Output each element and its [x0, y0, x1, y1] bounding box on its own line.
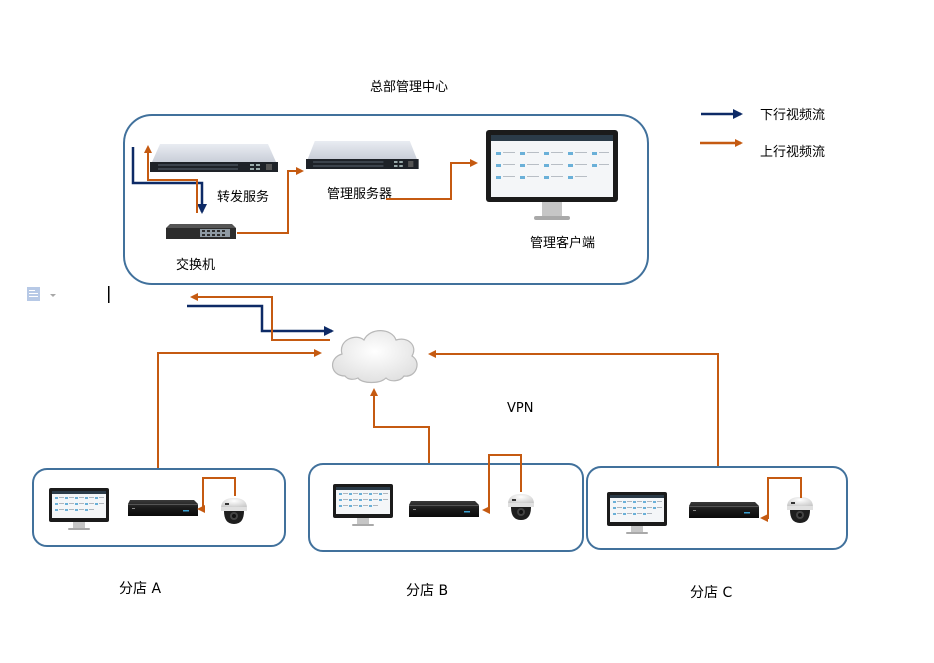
switch-icon: [166, 224, 236, 239]
branch-c-label: 分店 C: [690, 585, 732, 601]
branch-a-monitor-icon: [49, 488, 109, 530]
management-client-icon: [486, 130, 618, 220]
forward-server-label: 转发服务: [217, 189, 269, 205]
branch-c-box: [586, 466, 848, 550]
downstream-flow-forward-to-switch: [131, 147, 207, 214]
cloud-icon: [332, 330, 418, 384]
upstream-flow-cloud-to-hq: [190, 293, 330, 341]
upstream-flow-camera-to-nvr-a: [197, 477, 236, 513]
management-server-icon: [306, 141, 419, 169]
branch-a-nvr-icon: [128, 500, 198, 516]
branch-b-monitor-icon: [333, 484, 393, 526]
legend-upstream-label: 上行视频流: [760, 145, 825, 160]
upstream-flow-switch-to-forward: [144, 145, 198, 213]
branch-c-nvr-icon: [689, 502, 759, 518]
downstream-flow-hq-to-cloud: [187, 304, 334, 336]
upstream-flow-camera-to-nvr-c: [760, 477, 802, 522]
branch-b-nvr-icon: [409, 501, 479, 517]
upstream-flow-switch-to-mgmt-server: [237, 167, 304, 234]
legend-downstream-label: 下行视频流: [760, 108, 825, 123]
upstream-flow-branch-b-to-cloud: [370, 388, 430, 464]
branch-c-camera-icon: [787, 497, 813, 523]
branch-a-label: 分店 A: [119, 581, 161, 597]
branch-a-camera-icon: [221, 498, 247, 524]
legend: 下行视频流 上行视频流: [700, 108, 825, 160]
vpn-label: VPN: [507, 401, 533, 416]
management-client-label: 管理客户端: [530, 235, 595, 251]
management-server-label: 管理服务器: [327, 186, 392, 202]
upstream-flow-branch-c-to-cloud: [428, 350, 719, 467]
switch-label: 交换机: [176, 257, 215, 273]
forward-server-icon: [150, 144, 278, 172]
dropdown-caret-icon[interactable]: [50, 294, 56, 297]
branch-b-box: [308, 463, 584, 552]
text-cursor: [108, 286, 110, 303]
branch-b-label: 分店 B: [406, 583, 448, 599]
upstream-flow-mgmt-server-to-client: [386, 159, 478, 200]
document-icon[interactable]: [27, 287, 56, 301]
branch-b-camera-icon: [508, 494, 534, 520]
upstream-flow-camera-to-nvr-b: [482, 454, 522, 514]
headquarters-title: 总部管理中心: [370, 80, 448, 95]
branch-a-box: [32, 468, 286, 547]
branch-c-monitor-icon: [607, 492, 667, 534]
headquarters-box: [123, 114, 649, 285]
upstream-flow-branch-a-to-cloud: [157, 349, 322, 469]
